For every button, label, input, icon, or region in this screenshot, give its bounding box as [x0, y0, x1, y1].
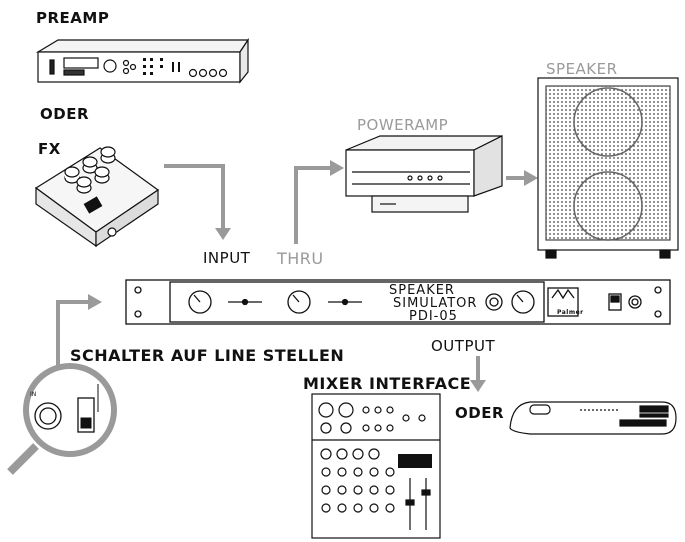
usb-interface-stick	[509, 401, 677, 435]
output-label: OUTPUT	[431, 337, 496, 355]
speaker-cabinet	[537, 77, 679, 259]
device-model: PDI-05	[409, 309, 458, 324]
speaker-simulator-device	[125, 279, 671, 325]
oder-label-top: ODER	[40, 105, 89, 123]
preamp-device	[35, 38, 250, 84]
device-name-line2: SIMULATOR	[393, 296, 478, 311]
arrow-switch-to-device	[56, 300, 92, 366]
mixer-interface	[311, 393, 441, 539]
speaker-label: SPEAKER	[546, 60, 618, 78]
fx-pedal	[34, 146, 160, 248]
oder-label-bottom: ODER	[455, 404, 504, 422]
fx-label: FX	[38, 140, 61, 158]
svg-text:IN: IN	[30, 391, 36, 398]
poweramp-label: POWERAMP	[357, 116, 449, 134]
line-switch-magnifier: IN	[7, 363, 117, 475]
poweramp-device	[345, 135, 503, 213]
mixer-interface-label: MIXER INTERFACE	[303, 374, 472, 393]
device-brand: Palmer	[557, 309, 584, 316]
switch-instruction-label: SCHALTER AUF LINE STELLEN	[70, 346, 345, 365]
preamp-label: PREAMP	[36, 9, 110, 27]
input-label: INPUT	[203, 249, 251, 267]
arrow-fx-to-input	[164, 164, 225, 232]
arrow-thru-to-poweramp	[294, 166, 334, 244]
thru-label: THRU	[277, 249, 324, 268]
device-name-line1: SPEAKER	[389, 283, 455, 298]
